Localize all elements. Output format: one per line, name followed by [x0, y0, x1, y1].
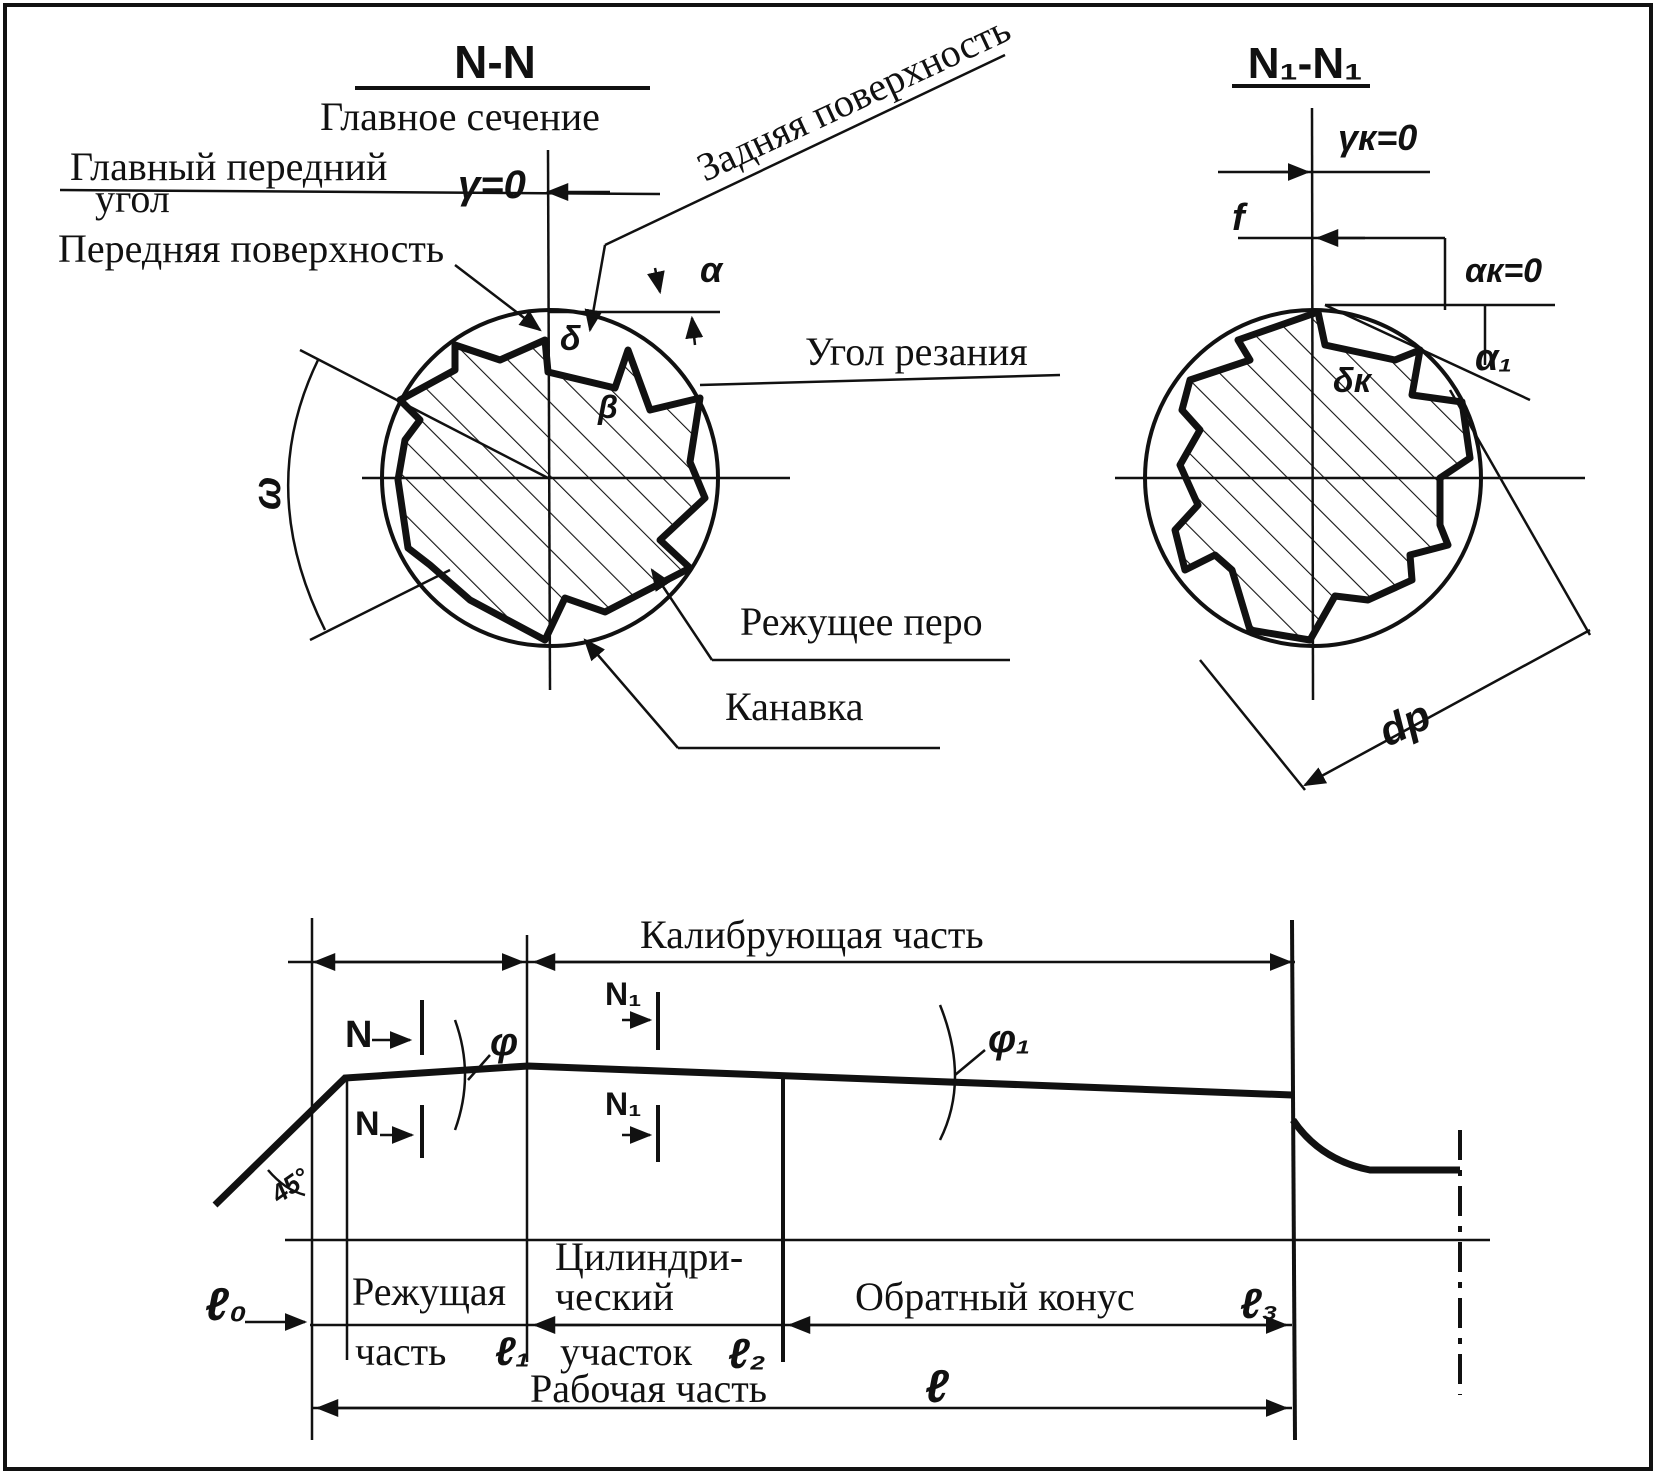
angle-delta: δ — [560, 320, 581, 358]
main-section-label: Главное сечение — [320, 94, 600, 139]
cut-n1-top: N₁ — [605, 976, 641, 1012]
cut-n-bottom: N — [355, 1105, 380, 1143]
rake-surface-label: Передняя поверхность — [58, 226, 444, 271]
vertical-axis — [546, 149, 552, 691]
reamer-profile — [212, 1062, 1293, 1208]
diameter-dimension — [1303, 628, 1591, 787]
alpha-k-label: αк=0 — [1465, 252, 1542, 290]
reamer-outline-circle-n1 — [1143, 308, 1483, 648]
groove-leader — [583, 638, 679, 749]
l2-label: ℓ₂ — [728, 1330, 766, 1377]
groove-label: Канавка — [725, 684, 864, 729]
diameter-label: dр — [1371, 691, 1437, 755]
l3-label: ℓ₃ — [1240, 1280, 1278, 1327]
cut-n-top: N — [345, 1014, 372, 1056]
section-n1n1: N₁-N₁ γк=0 f αк=0 α₁ δк dр — [1115, 39, 1592, 791]
tooth-cross-section — [394, 336, 709, 644]
l-label: ℓ — [925, 1360, 949, 1412]
section-nn-title: N-N — [454, 36, 536, 88]
cutting-part-line2: часть — [355, 1329, 446, 1374]
working-part-label: Рабочая часть — [530, 1366, 767, 1411]
cutting-tooth-label: Режущее перо — [740, 599, 983, 644]
alpha-1-label: α₁ — [1475, 337, 1512, 379]
drawing-frame — [3, 3, 1653, 1471]
angle-omega: ω — [245, 477, 289, 510]
cylindrical-line2: ческий — [555, 1274, 674, 1319]
cutting-angle-label: Угол резания — [805, 329, 1028, 374]
delta-k-label: δк — [1333, 362, 1373, 400]
gamma-k-label: γк=0 — [1338, 117, 1417, 158]
phi-label: φ — [490, 1020, 518, 1064]
rake-surface-leader — [454, 264, 542, 332]
cylindrical-line3: участок — [560, 1329, 693, 1374]
angle-45: 45° — [264, 1161, 315, 1209]
cylindrical-line1: Цилиндри- — [555, 1234, 743, 1279]
flank-surface-leader — [604, 53, 1006, 247]
rake-angle-label-line1: Главный передний — [70, 144, 387, 189]
calibrating-part-label: Калибрующая часть — [640, 912, 984, 957]
flank-surface-label: Задняя поверхность — [690, 6, 1017, 190]
l1-label: ℓ₁ — [495, 1330, 530, 1374]
section-nn: N-N Главное сечение Главный передний уго… — [58, 6, 1061, 750]
reverse-cone-label: Обратный конус — [855, 1274, 1135, 1319]
section-n1n1-title: N₁-N₁ — [1248, 39, 1363, 88]
angle-alpha: α — [700, 249, 724, 290]
cut-n1-bottom: N₁ — [605, 1086, 641, 1122]
cutting-part-line1: Режущая — [352, 1269, 506, 1314]
angle-beta: β — [597, 389, 618, 425]
boundary-l3 — [1290, 919, 1297, 1441]
f-label: f — [1232, 197, 1248, 239]
phi1-label: φ₁ — [988, 1017, 1030, 1061]
rake-angle-label-line2: угол — [95, 176, 170, 221]
tooth-cross-section-n1 — [1171, 308, 1474, 644]
cutting-tooth-leader — [650, 568, 714, 661]
shank-transition — [1290, 1118, 1460, 1174]
cutting-angle-leader — [699, 373, 1061, 387]
l0-label: ℓ₀ — [205, 1278, 247, 1330]
side-view: Калибрующая часть 45° N N φ N₁ — [205, 912, 1490, 1441]
rake-angle-value: γ=0 — [458, 163, 526, 207]
